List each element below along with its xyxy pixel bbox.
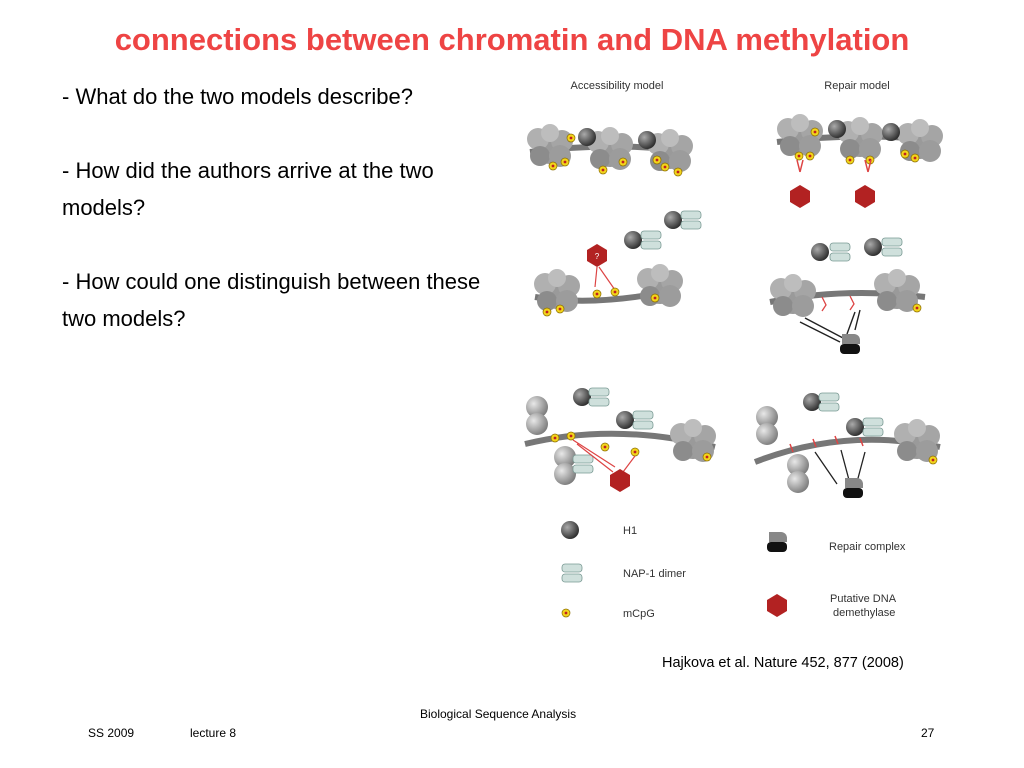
mcpg-legend-icon	[561, 608, 571, 618]
figure-legend: H1 NAP-1 dimer mCpG Repair complex Putat…	[561, 521, 906, 620]
accessibility-model-label: Accessibility model	[571, 80, 664, 92]
legend-mcpg: mCpG	[623, 608, 655, 620]
legend-h1: H1	[623, 525, 637, 537]
footer-term: SS 2009	[88, 726, 135, 740]
repair-row-2	[769, 237, 926, 354]
legend-nap1: NAP-1 dimer	[623, 568, 686, 580]
repair-row-3	[753, 392, 941, 498]
question-mark: ?	[595, 252, 600, 261]
footer-course: Biological Sequence Analysis	[420, 707, 577, 721]
chromatin-models-figure: Accessibility model Repair model	[515, 72, 965, 632]
question-1: - What do the two models describe?	[62, 84, 413, 109]
repair-complex-legend-icon	[767, 532, 787, 552]
footer-page-number: 27	[921, 726, 935, 740]
legend-demethylase-2: demethylase	[833, 607, 895, 619]
nap-legend-icon	[561, 563, 583, 583]
footer-lecture: lecture 8	[190, 726, 237, 740]
accessibility-row-2: ?	[534, 210, 702, 317]
repair-row-1	[776, 114, 943, 208]
demethylase-legend-icon	[767, 594, 787, 617]
question-list: - What do the two models describe? - How…	[62, 78, 492, 374]
accessibility-row-1	[527, 124, 693, 177]
repair-model-label: Repair model	[824, 80, 889, 92]
models-diagram: Accessibility model Repair model	[524, 80, 943, 620]
accessibility-row-3	[524, 387, 716, 492]
legend-demethylase-1: Putative DNA	[830, 593, 897, 605]
question-2: - How did the authors arrive at the two …	[62, 158, 434, 220]
citation: Hajkova et al. Nature 452, 877 (2008)	[662, 655, 904, 671]
legend-repair-complex: Repair complex	[829, 541, 906, 553]
h1-legend-icon	[561, 521, 579, 539]
question-3: - How could one distinguish between thes…	[62, 269, 481, 331]
slide-title: connections between chromatin and DNA me…	[114, 22, 910, 57]
